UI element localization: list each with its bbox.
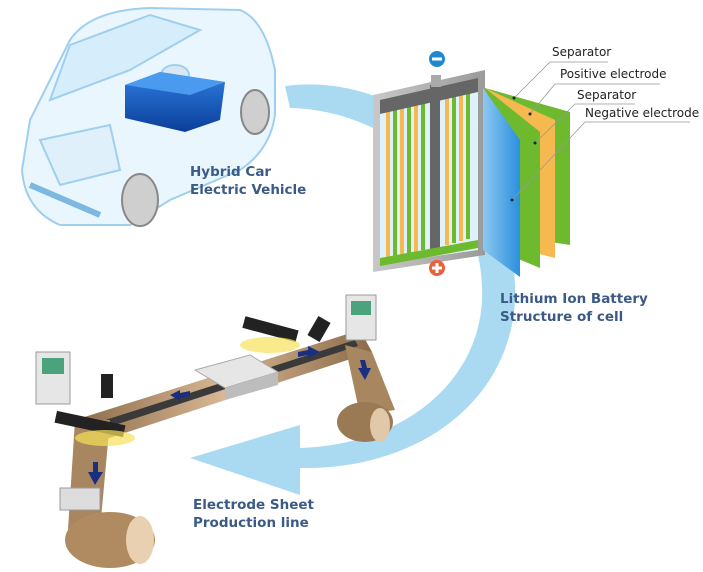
car-caption: Hybrid Car Electric Vehicle (190, 163, 306, 199)
car-caption-line2: Electric Vehicle (190, 182, 307, 198)
negative-electrode-sheet (483, 88, 520, 277)
flow-arrow-icons (88, 346, 371, 485)
battery-caption-line1: Lithium Ion Battery (500, 291, 648, 307)
car-battery-pack-icon (125, 72, 225, 132)
plus-terminal-icon (429, 260, 445, 276)
hybrid-car-illustration (20, 6, 276, 227)
battery-caption-line2: Structure of cell (500, 309, 624, 325)
production-caption-line1: Electrode Sheet (193, 497, 315, 513)
production-caption-line2: Production line (193, 515, 309, 531)
label-negative-electrode: Negative electrode (585, 106, 700, 120)
label-separator-outer: Separator (552, 45, 612, 59)
car-caption-line1: Hybrid Car (190, 164, 272, 180)
electrode-stripes (386, 89, 470, 258)
battery-cell-frame (373, 70, 485, 272)
production-line-illustration (35, 294, 395, 568)
label-positive-electrode: Positive electrode (560, 67, 667, 81)
battery-caption: Lithium Ion Battery Structure of cell (500, 290, 648, 326)
label-separator-inner: Separator (577, 88, 637, 102)
minus-terminal-icon (429, 51, 445, 67)
leader-lines (511, 61, 690, 201)
production-caption: Electrode Sheet Production line (193, 496, 314, 532)
